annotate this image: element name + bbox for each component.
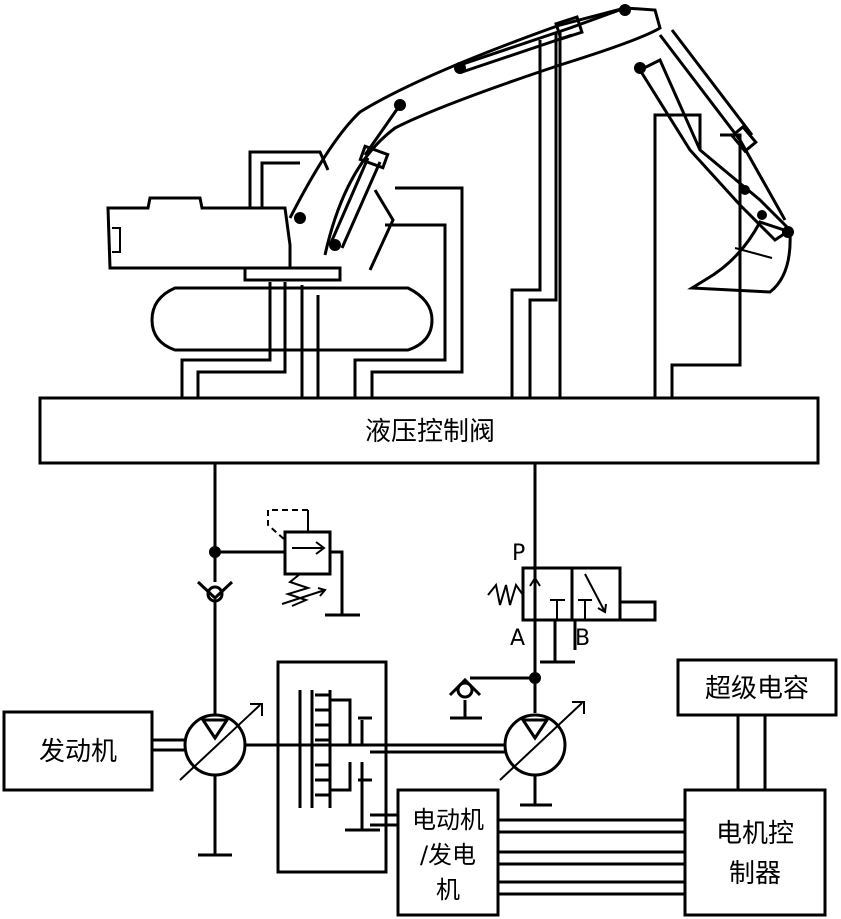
motor-generator-block: 电动机 /发电 机 (396, 788, 500, 917)
hydraulic-control-valve-label: 液压控制阀 (365, 417, 495, 447)
port-b-label: B (575, 626, 590, 651)
port-a-label: A (510, 626, 525, 651)
main-pump-circuit (152, 463, 360, 857)
motor-controller-block: 电机控 制器 (683, 788, 827, 917)
planetary-gear-box (276, 660, 510, 874)
port-p-label: P (512, 541, 525, 566)
engine-label: 发动机 (39, 737, 117, 767)
cab-frame (248, 150, 330, 208)
relief-spring (284, 573, 312, 607)
spring-valve (487, 582, 524, 606)
boom-cylinder (328, 104, 402, 249)
excavator-illustration (106, 4, 794, 352)
motor-generator-label-2: /发电 (420, 841, 476, 869)
slewing-ring (243, 266, 342, 282)
motor-controller-label-1: 电机控 (716, 819, 794, 849)
relief-valve (283, 530, 332, 576)
check-valve-left (196, 580, 234, 601)
secondary-pump-circuit (448, 463, 657, 807)
electric-cables (498, 715, 767, 896)
hydraulic-control-valve-block: 液压控制阀 (38, 396, 820, 465)
motor-controller-label-2: 制器 (729, 859, 781, 889)
engine-block: 发动机 (2, 710, 154, 792)
cab-rear-detail (112, 227, 121, 253)
supercapacitor-label: 超级电容 (705, 674, 809, 704)
supercapacitor-block: 超级电容 (676, 658, 838, 717)
motor-generator-label-1: 电动机 (412, 806, 484, 834)
arm-cylinder (459, 6, 626, 74)
check-valve-right (448, 677, 482, 697)
hydraulic-pipes (180, 30, 742, 398)
motor-generator-label-3: 机 (436, 876, 460, 904)
crawler-track (150, 286, 434, 352)
boom (288, 6, 662, 256)
boom-cylinder-collar (358, 144, 390, 170)
bucket (687, 220, 792, 294)
upper-body (106, 196, 292, 270)
bucket-cylinder (658, 29, 787, 221)
